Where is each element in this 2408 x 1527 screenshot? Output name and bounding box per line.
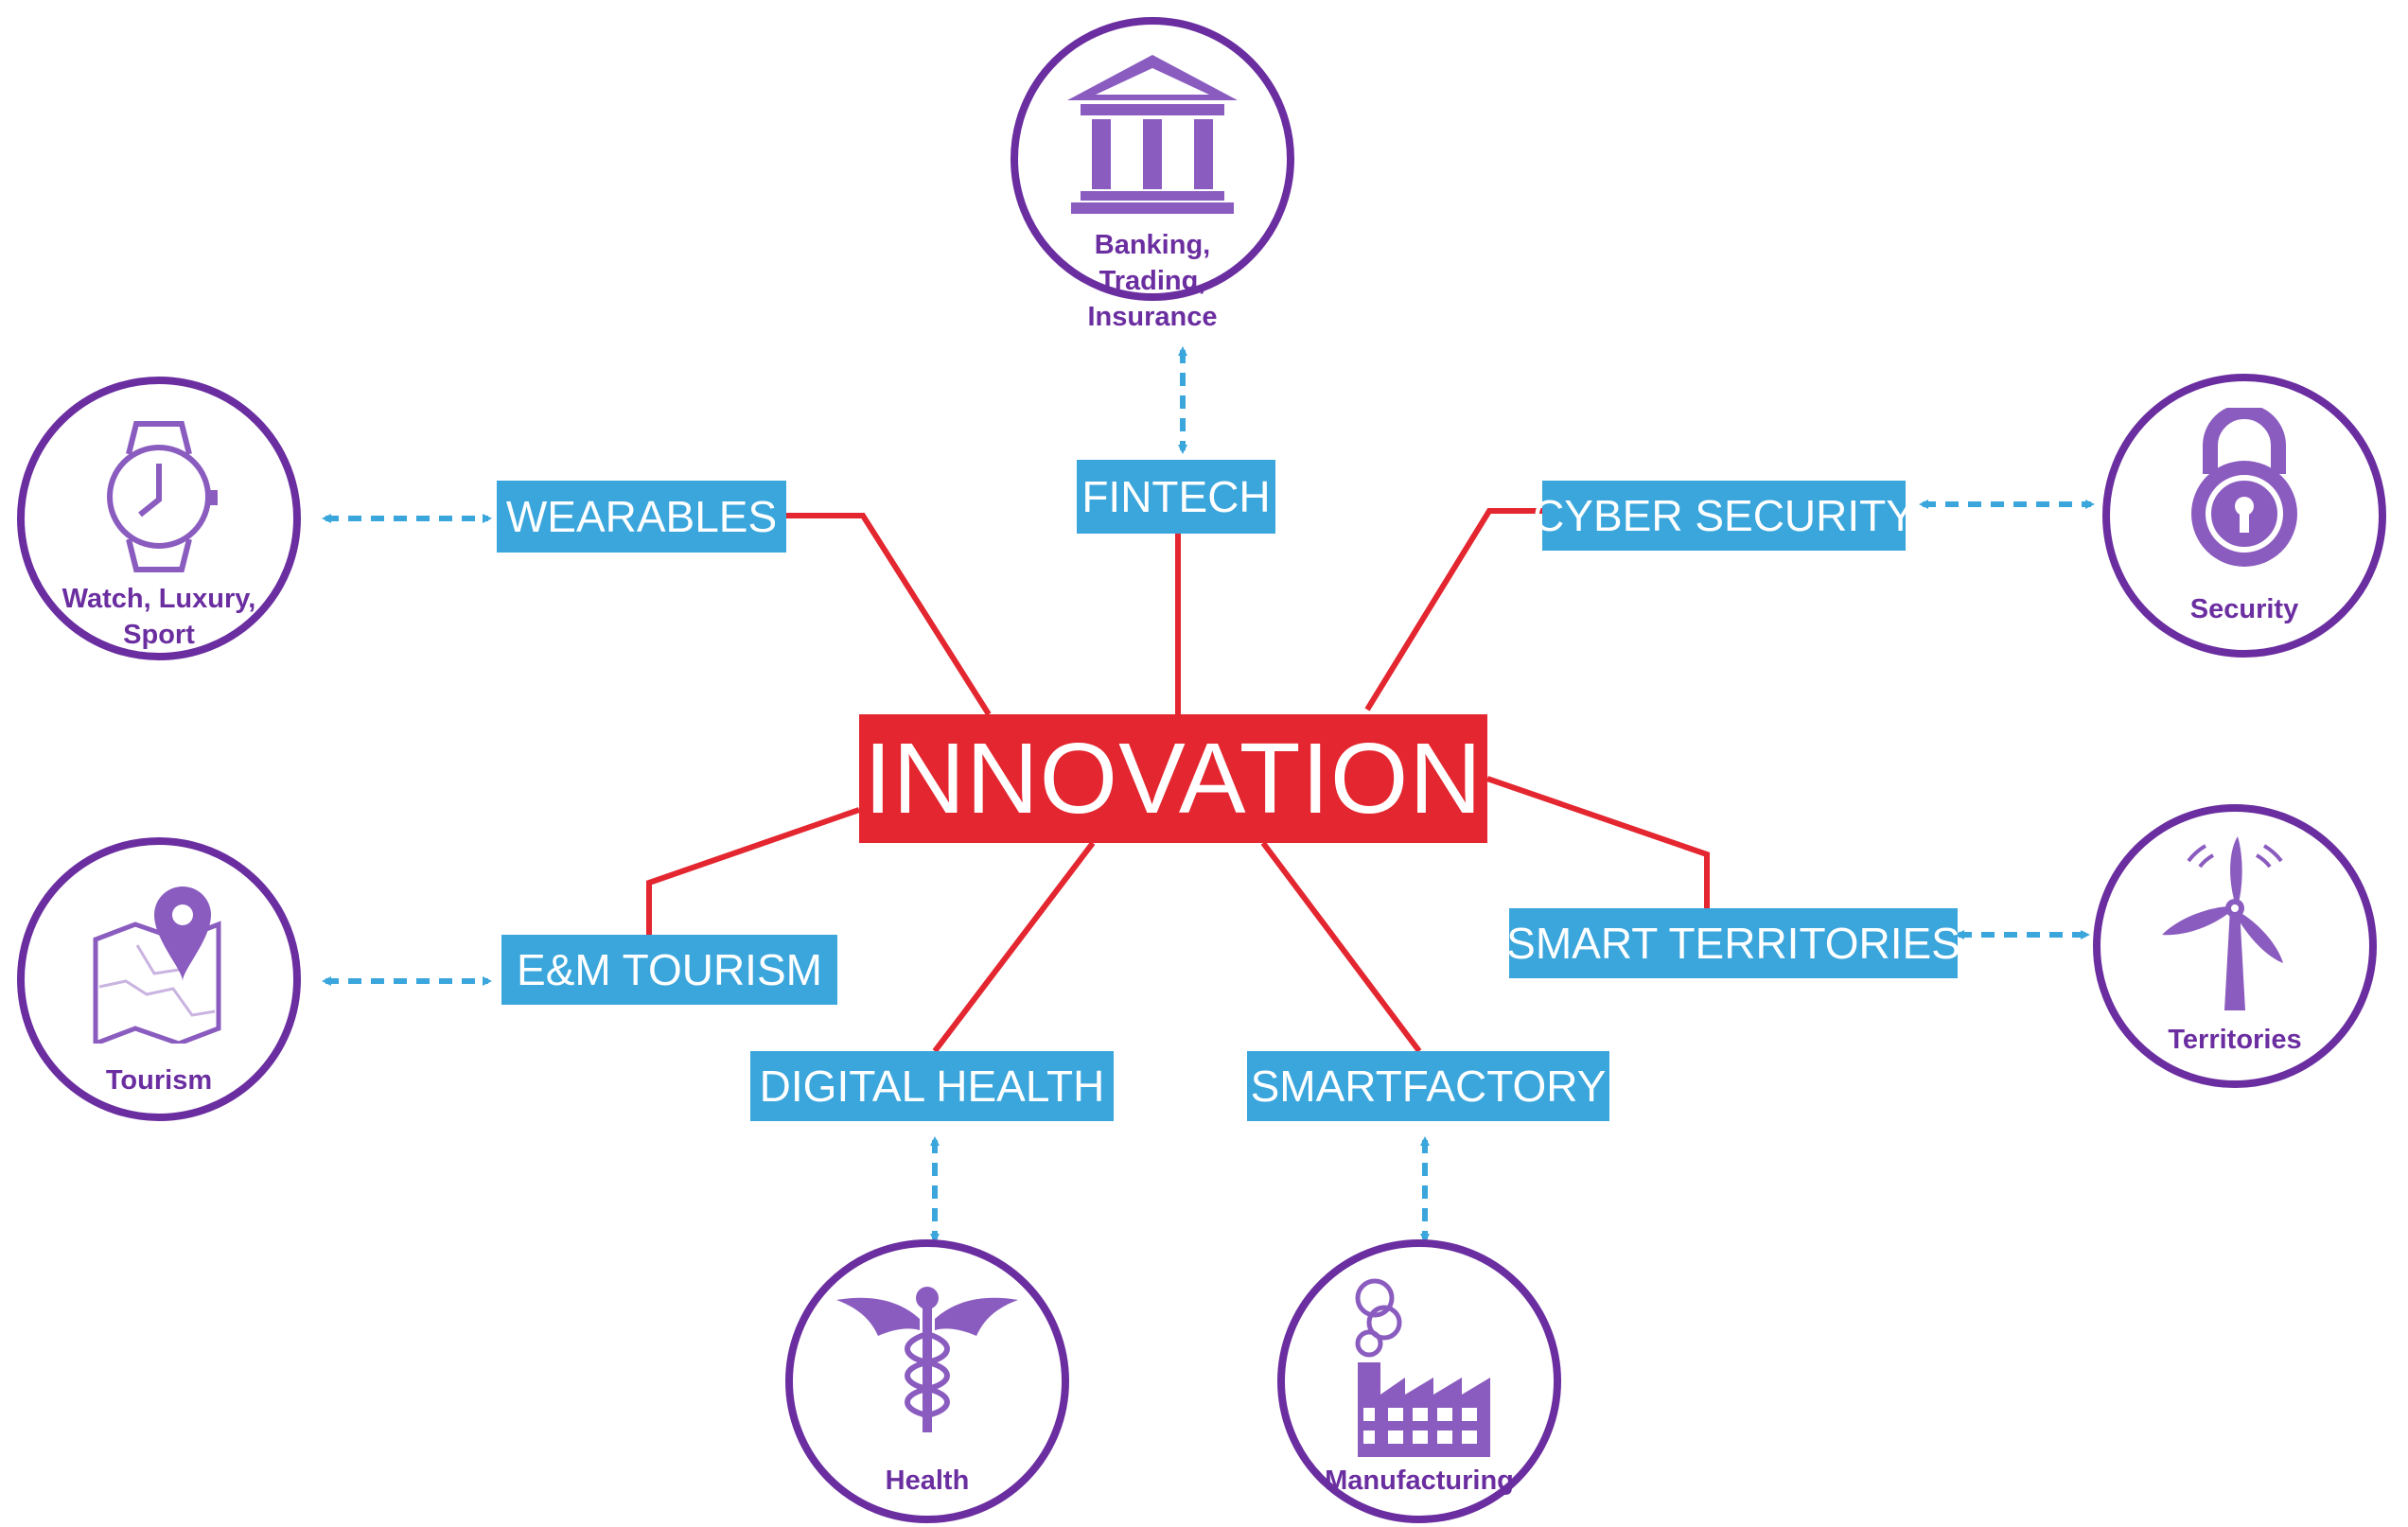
connector-tourism bbox=[646, 807, 860, 935]
connector-cyber bbox=[1364, 508, 1542, 711]
sector-label-manufacturing: Manufacturing bbox=[1325, 1466, 1514, 1496]
topic-smartfactory: SMARTFACTORY bbox=[1247, 1051, 1609, 1121]
topic-wearables: WEARABLES bbox=[497, 481, 786, 553]
sector-label-health: Health bbox=[885, 1466, 970, 1496]
map-pin-icon bbox=[93, 886, 221, 1044]
sector-label-territories: Territories bbox=[2168, 1025, 2302, 1055]
topic-smart-territories: SMART TERRITORIES bbox=[1506, 908, 1960, 978]
sector-manufacturing: Manufacturing bbox=[1277, 1239, 1561, 1523]
wind-turbine-icon bbox=[2162, 836, 2283, 1010]
sector-watch: Watch, Luxury, Sport bbox=[17, 377, 301, 660]
connector-territories bbox=[1486, 776, 1710, 908]
sector-security: Security bbox=[2102, 374, 2386, 658]
topic-fintech: FINTECH bbox=[1077, 460, 1275, 534]
sector-tourism: Tourism bbox=[17, 837, 301, 1121]
factory-icon bbox=[1355, 1278, 1490, 1457]
connector-health bbox=[932, 841, 1096, 1053]
connector-factory bbox=[1260, 841, 1422, 1053]
center-node: INNOVATION bbox=[859, 714, 1487, 843]
sector-label-banking: Banking, Trading, Insurance bbox=[1087, 230, 1218, 332]
sector-health: Health bbox=[785, 1239, 1069, 1523]
sector-label-tourism: Tourism bbox=[105, 1065, 213, 1096]
connector-wearables bbox=[785, 513, 992, 716]
padlock-icon bbox=[2191, 408, 2297, 567]
topic-cyber-security: CYBER SECURITY bbox=[1533, 481, 1915, 551]
sector-label-security: Security bbox=[2189, 594, 2299, 624]
sector-territories: Territories bbox=[2093, 804, 2377, 1088]
caduceus-icon bbox=[836, 1287, 1018, 1432]
topic-digital-health: DIGITAL HEALTH bbox=[750, 1051, 1114, 1121]
watch-icon bbox=[107, 421, 218, 572]
topic-em-tourism: E&M TOURISM bbox=[501, 935, 837, 1005]
bank-icon bbox=[1067, 55, 1238, 214]
sector-banking: Banking, Trading, Insurance bbox=[1011, 17, 1294, 332]
sector-label-watch: Watch, Luxury, Sport bbox=[62, 584, 256, 650]
